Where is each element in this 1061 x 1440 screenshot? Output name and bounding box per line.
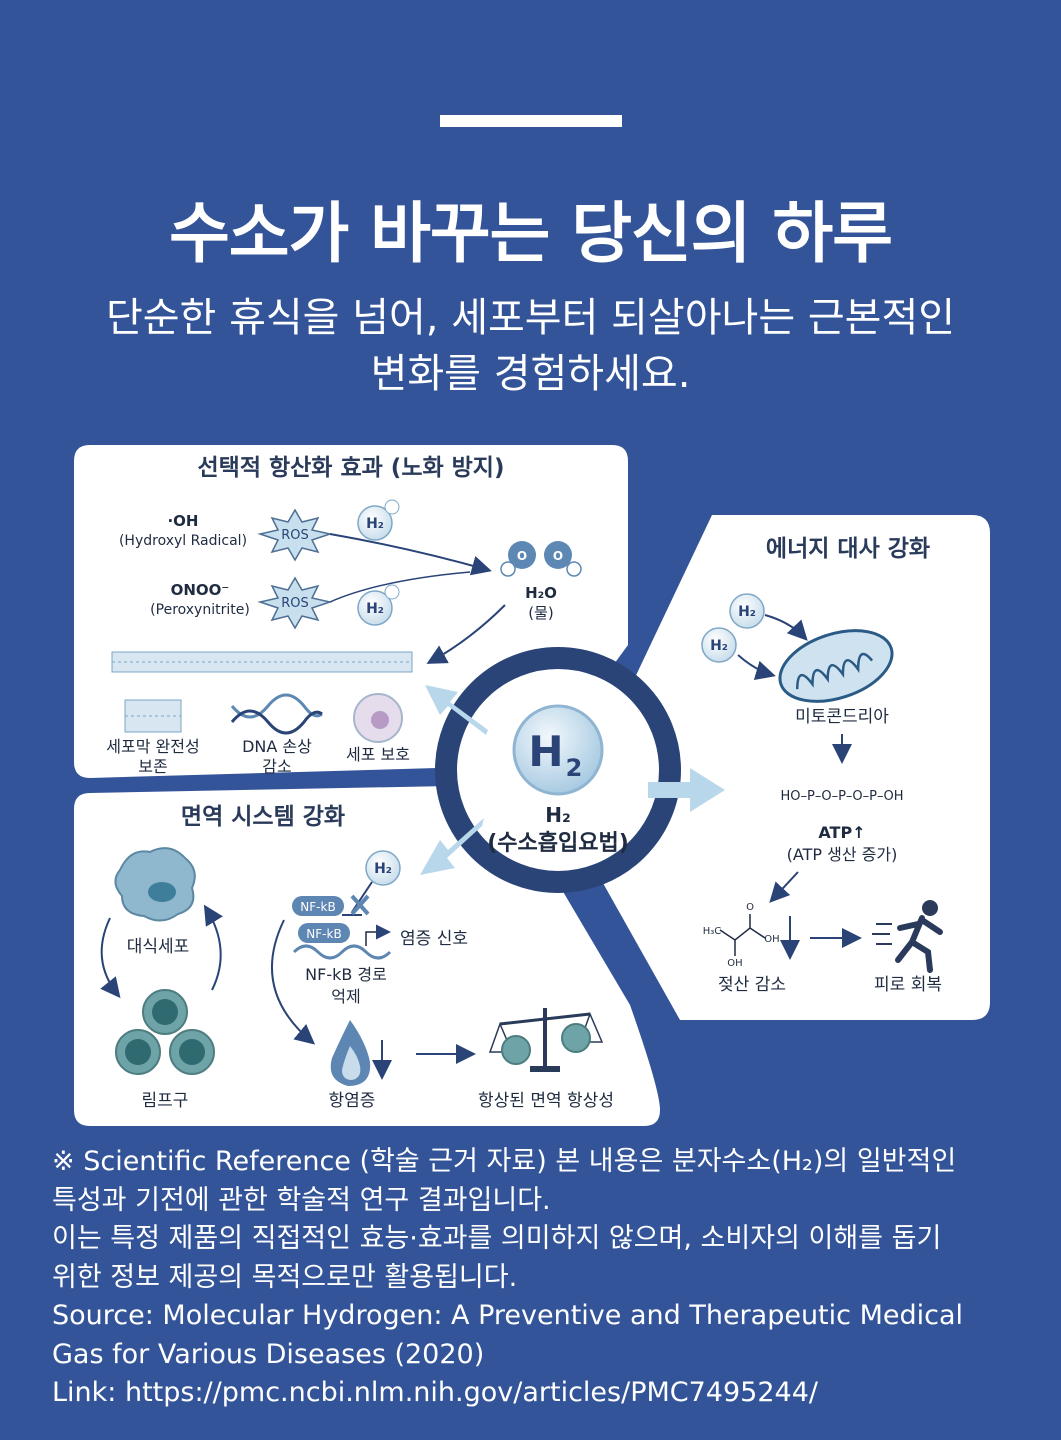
inflammation-label: 항염증: [329, 1091, 376, 1111]
cell-membrane-icon: [111, 651, 413, 673]
arrow-to-immune: [420, 818, 484, 875]
onoo-name: (Peroxynitrite): [150, 602, 250, 618]
nfkb-label-2: 억제: [331, 987, 360, 1006]
atp-label: ATP↑: [818, 823, 865, 842]
runner-icon: [872, 900, 943, 973]
arrow-to-energy: [648, 768, 725, 812]
subtitle-line-2: 변화를 경험하세요.: [370, 351, 691, 397]
dna-strand-icon: [292, 944, 392, 960]
svg-text:O: O: [517, 549, 527, 563]
svg-text:NF-kB: NF-kB: [306, 927, 341, 941]
svg-text:NF-kB: NF-kB: [300, 900, 335, 914]
mitochondria-icon: [778, 629, 894, 703]
svg-text:H₂: H₂: [374, 861, 392, 877]
svg-text:H₂: H₂: [710, 638, 728, 654]
center-label-1: H₂: [545, 803, 571, 827]
lymphocyte-icon: [115, 989, 215, 1075]
svg-text:OH: OH: [764, 934, 779, 945]
page-title: 수소가 바꾸는 당신의 하루: [169, 195, 893, 272]
block-x-icon: [350, 894, 370, 916]
nfkb-tag-1: NF-kB: [292, 896, 344, 916]
h2-to-mito-arrow-1: [764, 614, 808, 641]
homeostasis-label: 항상된 면역 항상성: [478, 1091, 614, 1111]
antioxidant-title: 선택적 항산화 효과 (노화 방지): [198, 455, 505, 481]
footnote-line-2: 특성과 기전에 관한 학술적 연구 결과입니다.: [52, 1184, 551, 1216]
h2-energy-icon-1: H₂: [729, 593, 765, 629]
ros-to-water-arrow-2: [329, 571, 471, 603]
ros-label-2: ROS: [281, 596, 309, 611]
arrow-to-antioxidant: [425, 685, 488, 735]
h2-energy-icon-2: H₂: [701, 627, 737, 663]
svg-text:H₂: H₂: [738, 604, 756, 620]
immune-title: 면역 시스템 강화: [181, 804, 345, 830]
oh-formula: ·OH: [167, 512, 198, 530]
footnote-line-1: ※ Scientific Reference (학술 근거 자료) 본 내용은 …: [52, 1146, 957, 1177]
center-label-2: (수소흡입요법): [487, 831, 629, 856]
lactate-label: 젖산 감소: [718, 975, 786, 995]
h2-to-mito-arrow-2: [737, 654, 776, 681]
footnote-line-6: Gas for Various Diseases (2020): [52, 1338, 485, 1370]
water-name: (물): [528, 604, 554, 622]
atp-to-lactate-arrow: [769, 871, 799, 903]
svg-text:OH: OH: [727, 958, 742, 969]
subtitle-line-1: 단순한 휴식을 넘어, 세포부터 되살아나는 근본적인: [105, 295, 956, 341]
dna-label-1: DNA 손상: [242, 737, 312, 756]
ros-label-1: ROS: [281, 528, 309, 543]
ros-icon-2: ROS: [257, 576, 333, 630]
nfkb-label-1: NF-kB 경로: [305, 965, 387, 984]
center-h2-sub: 2: [566, 754, 583, 782]
svg-text:H₂: H₂: [366, 601, 384, 617]
macrophage-label: 대식세포: [127, 937, 190, 957]
center-h2-molecule: [512, 704, 604, 796]
flame-icon: [330, 1020, 371, 1086]
membrane-label-2: 보존: [138, 757, 167, 776]
ros-to-water-arrow-1: [329, 533, 492, 576]
svg-text:H₃C: H₃C: [703, 926, 722, 937]
water-formula: H₂O: [525, 584, 557, 602]
protected-cell-icon: [353, 693, 403, 743]
lactate-molecule-icon: H₃C OH OH O: [703, 902, 780, 969]
membrane-label-1: 세포막 완전성: [106, 737, 199, 756]
h2-molecule-icon-1: H₂: [357, 499, 400, 541]
membrane-segment-icon: [124, 699, 182, 733]
onoo-formula: ONOO⁻: [171, 581, 230, 599]
footnote-line-3: 이는 특정 제품의 직접적인 효능·효과를 의미하지 않으며, 소비자의 이해를…: [52, 1223, 942, 1254]
oh-name: (Hydroxyl Radical): [119, 533, 247, 549]
h2-molecule-icon-2: H₂: [357, 584, 400, 626]
cell-protect-label: 세포 보호: [346, 745, 410, 764]
page-subtitle: 단순한 휴식을 넘어, 세포부터 되살아나는 근본적인 변화를 경험하세요.: [40, 290, 1021, 402]
dna-icon: [230, 693, 323, 735]
h2-immune-icon: H₂: [365, 850, 401, 886]
footnote-line-5: Source: Molecular Hydrogen: A Preventive…: [52, 1300, 964, 1331]
top-divider-bar: [440, 115, 622, 127]
reference-footnote: ※ Scientific Reference (학술 근거 자료) 본 내용은 …: [52, 1143, 1012, 1413]
dna-label-2: 감소: [262, 757, 291, 776]
lymphocyte-label: 림프구: [142, 1091, 189, 1111]
atp-formula: HO–P–O–P–O–P–OH: [781, 789, 904, 804]
svg-text:H₂: H₂: [366, 516, 384, 532]
balance-scale-icon: [488, 1008, 604, 1072]
signal-label: 염증 신호: [400, 929, 468, 949]
svg-text:O: O: [553, 549, 563, 563]
mito-label: 미토콘드리아: [795, 707, 889, 727]
macrophage-to-lymph-arrow: [100, 917, 121, 999]
fatigue-label: 피로 회복: [874, 975, 942, 995]
macrophage-icon: [114, 847, 196, 922]
energy-panel: [590, 515, 990, 1020]
svg-text:O: O: [746, 902, 754, 913]
water-molecule-icon: O O: [500, 541, 582, 577]
ros-icon-1: ROS: [257, 508, 333, 562]
footnote-link[interactable]: Link: https://pmc.ncbi.nlm.nih.gov/artic…: [52, 1377, 818, 1408]
signal-arrow: [365, 924, 391, 946]
footnote-line-4: 위한 정보 제공의 목적으로만 활용됩니다.: [52, 1261, 518, 1293]
nfkb-to-flame-arrow: [271, 919, 316, 1045]
nfkb-tag-2: NF-kB: [298, 923, 350, 943]
water-to-membrane-arrow: [426, 604, 506, 664]
center-h2-symbol: H: [528, 727, 563, 776]
energy-title: 에너지 대사 강화: [766, 536, 930, 562]
atp-desc: (ATP 생산 증가): [787, 845, 898, 864]
hydrogen-diagram: H 2 H₂ (수소흡입요법) 선택적 항산화 효과 (노화 방지) ·OH (…: [0, 430, 1061, 1130]
lymph-to-macrophage-arrow: [203, 904, 223, 991]
h2-inhibit-line: [351, 881, 373, 913]
